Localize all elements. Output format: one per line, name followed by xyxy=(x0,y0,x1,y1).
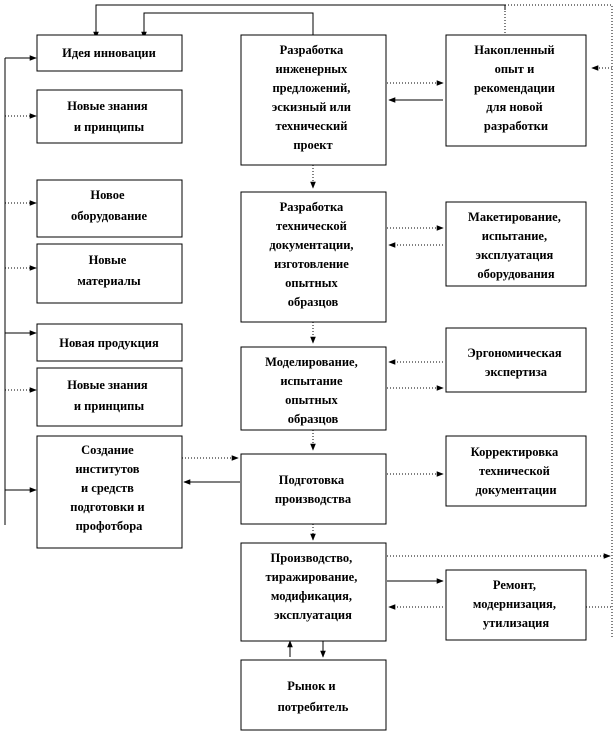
box-new-knowledge-1-text: Новые знания и принципы xyxy=(67,99,151,134)
box-production-text: Производство, тиражирование, модификация… xyxy=(266,551,361,622)
box-modeling-testing: Моделирование, испытание опытных образцо… xyxy=(240,346,387,431)
box-engineering-proposals-text: Разработка инженерных предложений, эскиз… xyxy=(272,43,354,152)
box-technical-documentation: Разработка технической документации, изг… xyxy=(240,191,387,323)
box-new-equipment: Новое оборудование xyxy=(36,179,183,238)
arrow-top-loop-idea xyxy=(93,4,506,39)
box-institutes: Создание институтов и средств подготовки… xyxy=(36,435,183,549)
box-modeling-testing-text: Моделирование, испытание опытных образцо… xyxy=(265,355,361,426)
box-repair-modernization: Ремонт, модернизация, утилизация xyxy=(445,569,587,641)
box-documentation-correction: Корректировка технической документации xyxy=(445,435,587,507)
box-new-materials-text: Новые материалы xyxy=(77,253,141,288)
box-market-consumer-text: Рынок и потребитель xyxy=(278,679,349,714)
box-ergonomic-expertise: Эргономическая экспертиза xyxy=(445,327,587,393)
box-new-products-text: Новая продукция xyxy=(59,336,159,350)
box-new-knowledge-2-text: Новые знания и принципы xyxy=(67,378,151,413)
connectors xyxy=(4,4,613,658)
box-ergonomic-expertise-text: Эргономическая экспертиза xyxy=(467,346,564,379)
box-institutes-text: Создание институтов и средств подготовки… xyxy=(70,443,147,533)
arrow-top-loop-proposals xyxy=(141,12,314,39)
box-mockup-testing-text: Макетирование, испытание, эксплуатация о… xyxy=(468,210,564,281)
box-documentation-correction-text: Корректировка технической документации xyxy=(471,445,562,497)
box-new-products: Новая продукция xyxy=(36,323,183,362)
box-mockup-testing: Макетирование, испытание, эксплуатация о… xyxy=(445,201,587,287)
box-accumulated-experience-text: Накопленный опыт и рекомендации для ново… xyxy=(474,43,558,133)
box-market-consumer: Рынок и потребитель xyxy=(240,659,387,731)
box-production-preparation: Подготовка производства xyxy=(240,453,387,525)
dotted-right-border xyxy=(505,4,613,638)
box-production-preparation-text: Подготовка производства xyxy=(275,473,352,506)
box-new-materials: Новые материалы xyxy=(36,243,183,304)
box-engineering-proposals: Разработка инженерных предложений, эскиз… xyxy=(240,34,387,166)
box-new-knowledge-1: Новые знания и принципы xyxy=(36,89,183,144)
box-new-knowledge-2: Новые знания и принципы xyxy=(36,367,183,427)
box-technical-documentation-text: Разработка технической документации, изг… xyxy=(269,200,356,309)
box-accumulated-experience: Накопленный опыт и рекомендации для ново… xyxy=(445,34,587,147)
box-new-equipment-text: Новое оборудование xyxy=(71,188,148,223)
box-repair-modernization-text: Ремонт, модернизация, утилизация xyxy=(473,578,559,630)
box-idea-text: Идея инновации xyxy=(62,46,156,60)
box-production: Производство, тиражирование, модификация… xyxy=(240,542,387,642)
box-idea: Идея инновации xyxy=(36,34,183,72)
